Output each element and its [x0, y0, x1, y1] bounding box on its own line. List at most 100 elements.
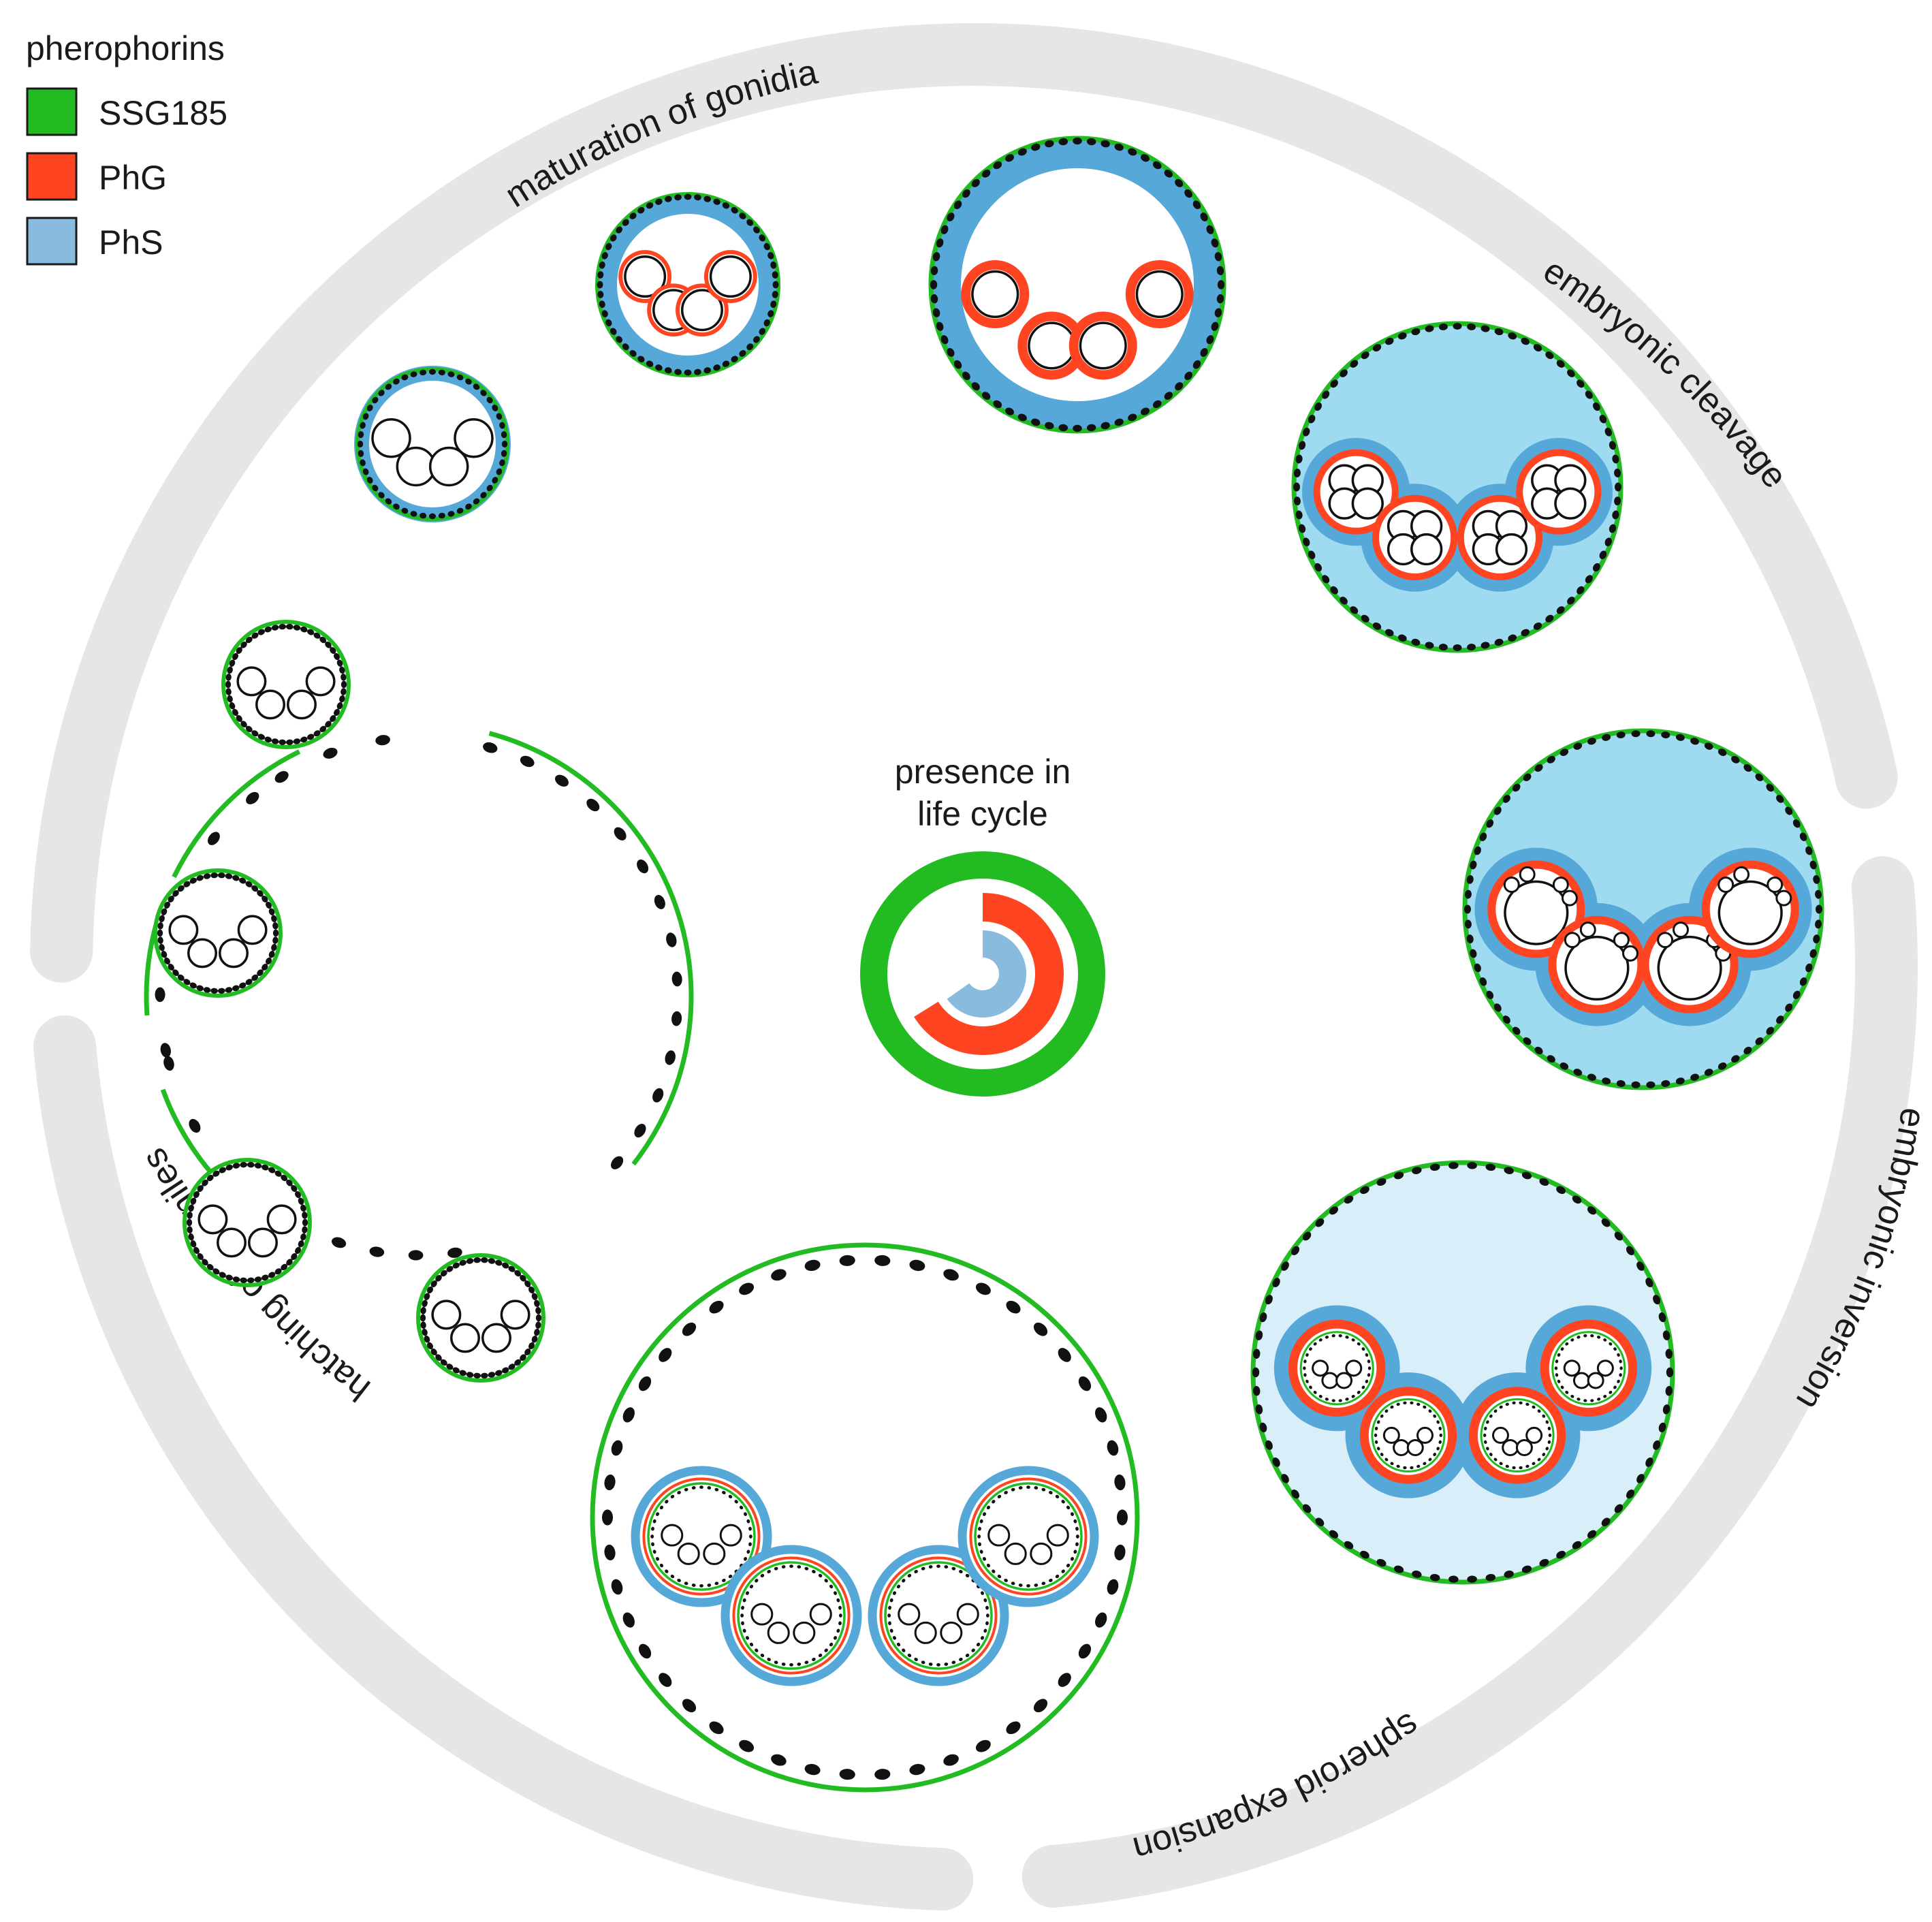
somatic-cell — [1433, 1414, 1437, 1418]
somatic-cell — [1484, 1426, 1487, 1431]
somatic-cell — [1344, 1541, 1354, 1549]
somatic-cell — [902, 1648, 906, 1652]
somatic-cell — [940, 335, 949, 345]
gonidium — [1622, 945, 1638, 962]
somatic-cell — [496, 413, 503, 420]
somatic-cell — [219, 1272, 226, 1278]
somatic-cell — [1073, 424, 1082, 432]
somatic-cell — [193, 1246, 200, 1255]
somatic-cell — [232, 985, 240, 992]
somatic-cell — [789, 1663, 793, 1667]
somatic-cell — [601, 252, 608, 259]
somatic-cell — [763, 242, 770, 251]
somatic-cell — [1577, 586, 1585, 595]
somatic-cell — [656, 1512, 660, 1516]
somatic-cell — [1489, 1414, 1493, 1418]
somatic-cell — [1330, 586, 1338, 595]
somatic-cell — [759, 328, 765, 335]
somatic-cell — [1338, 1334, 1342, 1338]
gonidium — [940, 1621, 963, 1644]
somatic-cell — [261, 1274, 269, 1281]
somatic-cell — [266, 957, 272, 965]
somatic-cell — [838, 1621, 842, 1626]
somatic-cell — [268, 1167, 276, 1173]
somatic-cell — [1785, 806, 1793, 815]
gonidium — [168, 915, 199, 945]
somatic-cell — [520, 755, 535, 768]
somatic-cell — [887, 1613, 891, 1618]
somatic-cell — [531, 1293, 538, 1300]
somatic-cell — [1017, 413, 1027, 422]
somatic-cell — [979, 1519, 983, 1524]
somatic-cell — [408, 1250, 424, 1261]
gonidium — [500, 1299, 530, 1330]
spheroid-inversion-late — [1250, 1160, 1675, 1585]
somatic-cell — [1609, 524, 1617, 533]
somatic-cell — [531, 1336, 538, 1343]
somatic-cell — [1813, 875, 1820, 884]
gonidium — [1135, 270, 1184, 319]
somatic-cell — [452, 1367, 460, 1374]
somatic-cell — [422, 1299, 428, 1308]
spheroid-maturation-mid — [595, 192, 780, 377]
somatic-cell — [488, 1372, 496, 1378]
somatic-cell — [1542, 1414, 1546, 1418]
somatic-cell — [743, 1557, 747, 1561]
somatic-cell — [447, 371, 455, 377]
somatic-cell — [985, 1621, 989, 1626]
somatic-cell — [183, 979, 191, 986]
somatic-cell — [610, 328, 617, 335]
somatic-cell — [262, 896, 268, 903]
somatic-cell — [366, 477, 373, 484]
somatic-cell — [980, 1591, 984, 1595]
somatic-cell — [293, 625, 301, 631]
somatic-cell — [604, 1544, 616, 1561]
somatic-cell — [1397, 332, 1407, 340]
somatic-cell — [1390, 1405, 1394, 1409]
somatic-cell — [1259, 1422, 1267, 1433]
somatic-cell — [1164, 170, 1173, 178]
somatic-cell — [217, 872, 225, 879]
somatic-cell — [1128, 148, 1137, 156]
somatic-cell — [893, 1591, 897, 1595]
somatic-cell — [978, 1526, 981, 1531]
somatic-cell — [824, 1648, 828, 1652]
somatic-cell — [502, 1367, 509, 1374]
somatic-cell — [240, 721, 247, 728]
somatic-cell — [1464, 919, 1472, 929]
somatic-cell — [1661, 731, 1670, 739]
parent-wall-fragment — [488, 731, 694, 1166]
somatic-cell — [1573, 742, 1583, 750]
somatic-cell — [1041, 1487, 1046, 1492]
somatic-cell — [1303, 1373, 1307, 1377]
somatic-cell — [671, 1011, 682, 1026]
somatic-cell — [1448, 1162, 1459, 1169]
somatic-cell — [1604, 427, 1612, 437]
somatic-cell — [930, 266, 938, 276]
somatic-cell — [804, 1763, 821, 1776]
somatic-cell — [1504, 1571, 1514, 1578]
somatic-cell — [302, 1218, 308, 1227]
somatic-cell — [1547, 755, 1555, 763]
somatic-cell — [637, 207, 645, 214]
somatic-cell — [836, 1598, 840, 1603]
somatic-cell — [286, 1259, 293, 1266]
somatic-cell — [1357, 1342, 1361, 1346]
somatic-cell — [944, 1663, 949, 1666]
somatic-cell — [1486, 990, 1494, 1000]
somatic-cell — [1666, 1367, 1674, 1378]
somatic-cell — [1493, 806, 1502, 815]
somatic-cell — [914, 1657, 918, 1661]
somatic-cell — [1345, 1336, 1349, 1339]
somatic-cell — [997, 1494, 1002, 1499]
somatic-cell — [291, 1185, 298, 1193]
somatic-cell — [1315, 1517, 1325, 1527]
somatic-cell — [670, 1574, 675, 1579]
somatic-cell — [1216, 294, 1224, 304]
somatic-cell — [1403, 1466, 1407, 1470]
somatic-cell — [155, 987, 165, 1003]
somatic-cell — [1570, 1338, 1574, 1342]
somatic-cell — [1410, 1401, 1414, 1405]
somatic-cell — [1423, 1405, 1427, 1409]
somatic-cell — [239, 877, 247, 884]
